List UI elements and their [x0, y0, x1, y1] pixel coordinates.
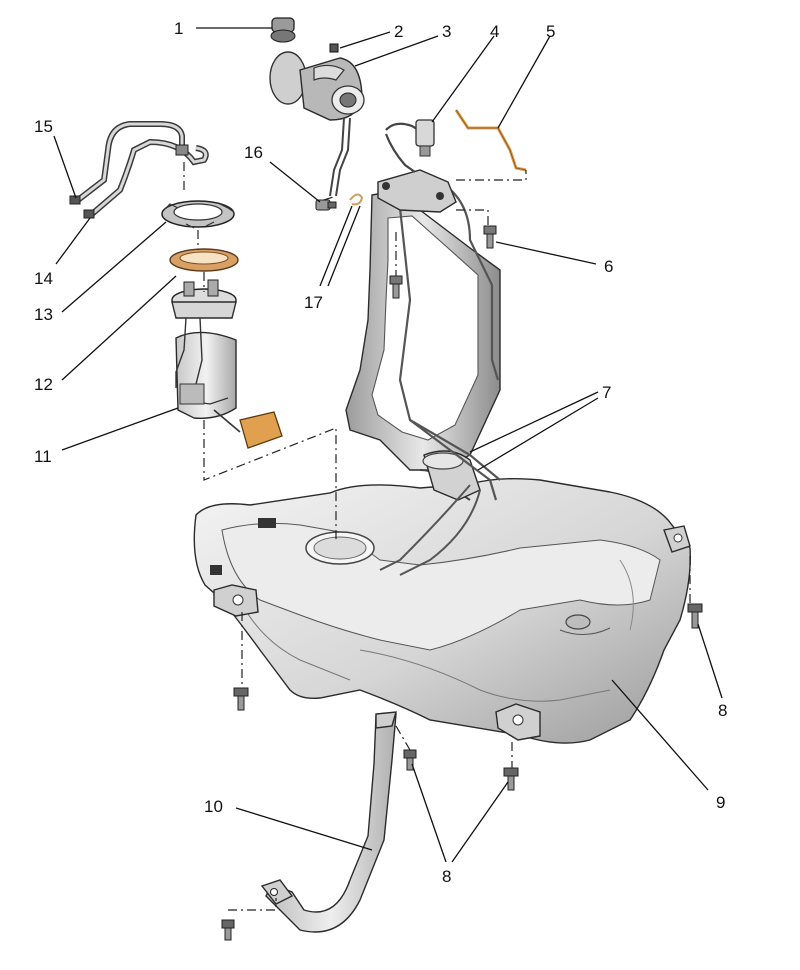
- callout-16: 16: [244, 143, 263, 162]
- callout-6: 6: [604, 257, 613, 276]
- callout-9: 9: [716, 793, 725, 812]
- fuel-pump-unit: [171, 279, 237, 419]
- bolt-6: [483, 225, 497, 249]
- assembly-center-lines: [183, 162, 691, 911]
- callout-4: 4: [490, 22, 499, 41]
- retainer-16: [315, 199, 337, 211]
- callout-13: 13: [34, 305, 53, 324]
- callout-17: 17: [304, 293, 323, 312]
- callout-3: 3: [442, 22, 451, 41]
- float-arm: [213, 409, 241, 433]
- callout-10: 10: [204, 797, 223, 816]
- bolt-strap: [221, 919, 235, 941]
- bolt-tank-left: [233, 687, 249, 711]
- callout-14: 14: [34, 269, 53, 288]
- gasket: [169, 248, 239, 272]
- callout-5: 5: [546, 22, 555, 41]
- callout-12: 12: [34, 375, 53, 394]
- locking-ring: [161, 200, 235, 229]
- bolt-8-bottom-left: [403, 749, 417, 771]
- tank-connector: [258, 518, 276, 528]
- screw-2: [329, 43, 339, 53]
- callout-2: 2: [394, 22, 403, 41]
- callout-15: 15: [34, 117, 53, 136]
- seal-strip: [454, 109, 527, 172]
- callout-labels: 1 2 3 4 5 6 7 8 8 9 10 11 12 13 14 15 16…: [34, 19, 727, 886]
- callout-8-right: 8: [718, 701, 727, 720]
- callout-7: 7: [602, 383, 611, 402]
- callout-1: 1: [174, 19, 183, 38]
- tank-strap: [260, 711, 397, 933]
- fuel-tank: [193, 477, 691, 744]
- leader-lines: [53, 27, 723, 863]
- callout-11: 11: [34, 447, 52, 466]
- callout-8-bottom: 8: [442, 867, 451, 886]
- fuel-cap: [270, 17, 296, 43]
- drain-hose: [329, 117, 345, 197]
- filler-neck: [345, 169, 501, 576]
- fuel-level-float: [239, 411, 283, 449]
- filler-neck-top-fitting: [377, 169, 457, 213]
- clip-17: [349, 193, 364, 206]
- filler-flap-housing: [269, 51, 365, 121]
- vent-valve: [384, 119, 435, 173]
- bolt-8-bottom-right: [503, 767, 519, 791]
- bolt-8-right: [687, 603, 703, 629]
- fuel-lines: [69, 121, 209, 219]
